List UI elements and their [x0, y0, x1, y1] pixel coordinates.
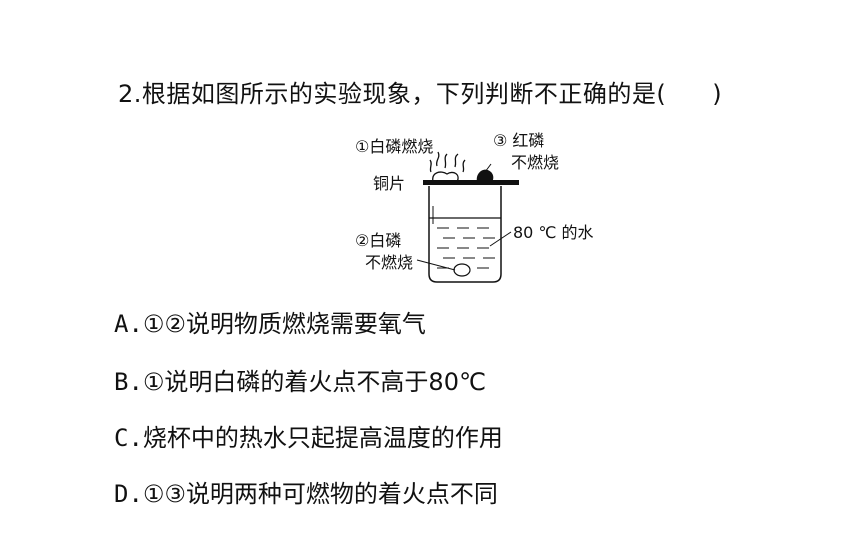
beaker	[428, 186, 502, 283]
option-letter: D.	[114, 480, 143, 508]
question-close-paren: )	[712, 80, 723, 108]
option-letter: B.	[114, 368, 143, 396]
option-letter: C.	[114, 424, 143, 452]
water	[437, 227, 495, 269]
label-red-phosphorus: ③ 红磷	[493, 131, 544, 150]
label-white-phosphorus-burning: ①白磷燃烧	[355, 137, 433, 156]
flame-icon	[429, 151, 466, 173]
experiment-figure: ①白磷燃烧 ③ 红磷 不燃烧 铜片	[345, 122, 615, 290]
pointer-line-2	[416, 259, 456, 271]
option-letter: A.	[114, 310, 143, 338]
option-d[interactable]: D.①③说明两种可燃物的着火点不同	[114, 474, 498, 509]
option-a[interactable]: A.①②说明物质燃烧需要氧气	[114, 304, 426, 339]
option-text: 烧杯中的热水只起提高温度的作用	[142, 424, 503, 452]
white-phosphorus-burning-icon	[432, 171, 459, 183]
option-c[interactable]: C.烧杯中的热水只起提高温度的作用	[114, 418, 503, 453]
question-stem: 2.根据如图所示的实验现象，下列判断不正确的是()	[118, 74, 722, 109]
experiment-diagram: ①白磷燃烧 ③ 红磷 不燃烧 铜片	[355, 131, 594, 283]
label-red-not-burning: 不燃烧	[511, 153, 559, 172]
copper-sheet	[423, 180, 519, 185]
option-b[interactable]: B.①说明白磷的着火点不高于80℃	[114, 362, 486, 397]
option-text: ①③说明两种可燃物的着火点不同	[142, 480, 498, 508]
label-white-phosphorus-2: ②白磷	[355, 231, 401, 250]
label-water: 80 ℃ 的水	[513, 223, 594, 242]
option-text: ①说明白磷的着火点不高于80℃	[142, 368, 486, 396]
white-phosphorus-in-water-icon	[453, 263, 471, 277]
label-copper: 铜片	[373, 174, 405, 193]
red-phosphorus-icon	[476, 169, 494, 182]
option-text: ①②说明物质燃烧需要氧气	[142, 310, 426, 338]
question-text: 2.根据如图所示的实验现象，下列判断不正确的是(	[118, 80, 667, 108]
pointer-line	[484, 163, 492, 173]
label-white-not-burning: 不燃烧	[365, 253, 413, 272]
pointer-line-water	[489, 231, 512, 247]
